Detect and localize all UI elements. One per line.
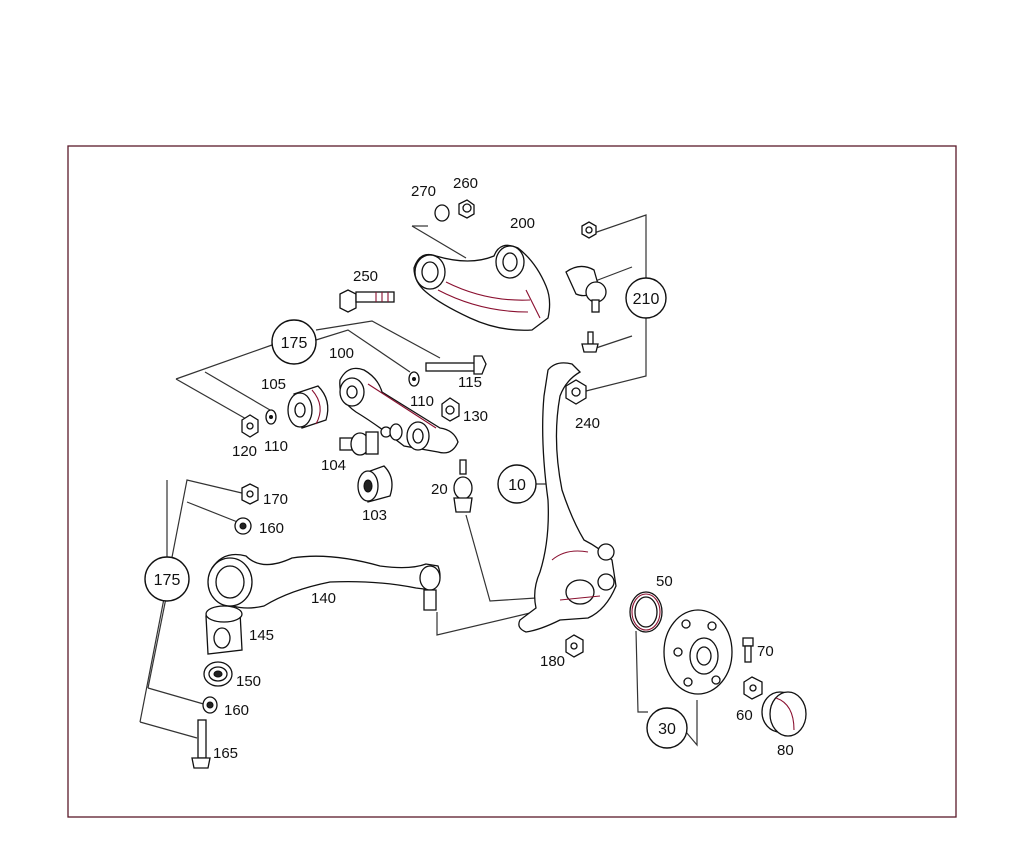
svg-text:210: 210: [633, 291, 660, 308]
part-160-washer-lower: [202, 696, 218, 714]
label-150: 150: [236, 673, 261, 690]
label-115: 115: [458, 374, 482, 391]
label-160-lower: 160: [224, 702, 249, 719]
part-270-washer: [434, 204, 450, 222]
part-210-bolt: [581, 331, 599, 353]
diagram-frame: [67, 145, 957, 818]
part-260-nut: [458, 199, 475, 219]
part-130-nut: [441, 397, 460, 422]
label-20: 20: [431, 481, 448, 498]
label-80: 80: [777, 742, 794, 759]
part-110-washer-lower: [265, 409, 277, 425]
callout-210: 210: [625, 277, 667, 319]
part-20-ball-joint: [453, 459, 473, 513]
part-110-washer-upper: [408, 371, 420, 387]
svg-text:175: 175: [154, 572, 181, 589]
label-250: 250: [353, 268, 378, 285]
part-30-wheel-hub: [663, 609, 733, 695]
part-210-nut: [581, 221, 597, 239]
part-180-nut: [565, 634, 584, 658]
part-70-bolt: [742, 637, 754, 663]
part-105-bushing: [287, 385, 329, 429]
part-labels: 270 260 200 250 100 115 105 110 130 120 …: [213, 175, 794, 762]
part-50-seal: [629, 591, 663, 633]
label-104: 104: [321, 457, 346, 474]
label-110-lower: 110: [264, 438, 288, 455]
part-80-cap: [761, 691, 807, 737]
callout-175-top: 175: [271, 319, 317, 365]
part-210-ball-joint: [565, 265, 607, 313]
leader-lines: [139, 214, 698, 747]
svg-text:175: 175: [281, 335, 308, 352]
label-100: 100: [329, 345, 354, 362]
label-180: 180: [540, 653, 565, 670]
label-60: 60: [736, 707, 753, 724]
part-240-nut: [565, 379, 587, 405]
label-70: 70: [757, 643, 774, 660]
label-120: 120: [232, 443, 257, 460]
part-250-bolt: [339, 289, 395, 313]
part-103-bushing: [357, 465, 393, 503]
part-104-pin: [339, 421, 430, 456]
label-130: 130: [463, 408, 488, 425]
label-270: 270: [411, 183, 436, 200]
svg-text:30: 30: [658, 721, 676, 738]
part-165-bolt: [191, 719, 211, 769]
label-170: 170: [263, 491, 288, 508]
part-60-nut: [743, 676, 763, 700]
part-120-nut: [241, 414, 259, 438]
label-110-upper: 110: [410, 393, 434, 410]
label-50: 50: [656, 573, 673, 590]
label-160-upper: 160: [259, 520, 284, 537]
label-200: 200: [510, 215, 535, 232]
label-103: 103: [362, 507, 387, 524]
callout-10: 10: [497, 464, 537, 504]
svg-text:10: 10: [508, 477, 526, 494]
part-160-washer-upper: [234, 517, 252, 535]
label-145: 145: [249, 627, 274, 644]
part-150-bushing: [203, 661, 233, 687]
label-105: 105: [261, 376, 286, 393]
callout-30: 30: [646, 707, 688, 749]
part-10-steering-knuckle: [518, 362, 617, 633]
part-115-bolt: [425, 355, 487, 375]
part-170-nut: [241, 483, 259, 505]
label-140: 140: [311, 590, 336, 607]
label-240: 240: [575, 415, 600, 432]
label-260: 260: [453, 175, 478, 192]
part-200-upper-arm: [413, 244, 551, 331]
label-165: 165: [213, 745, 238, 762]
callout-175-lower: 175: [144, 556, 190, 602]
part-145-bushing: [205, 605, 243, 655]
part-140-lower-arm: [207, 553, 441, 611]
